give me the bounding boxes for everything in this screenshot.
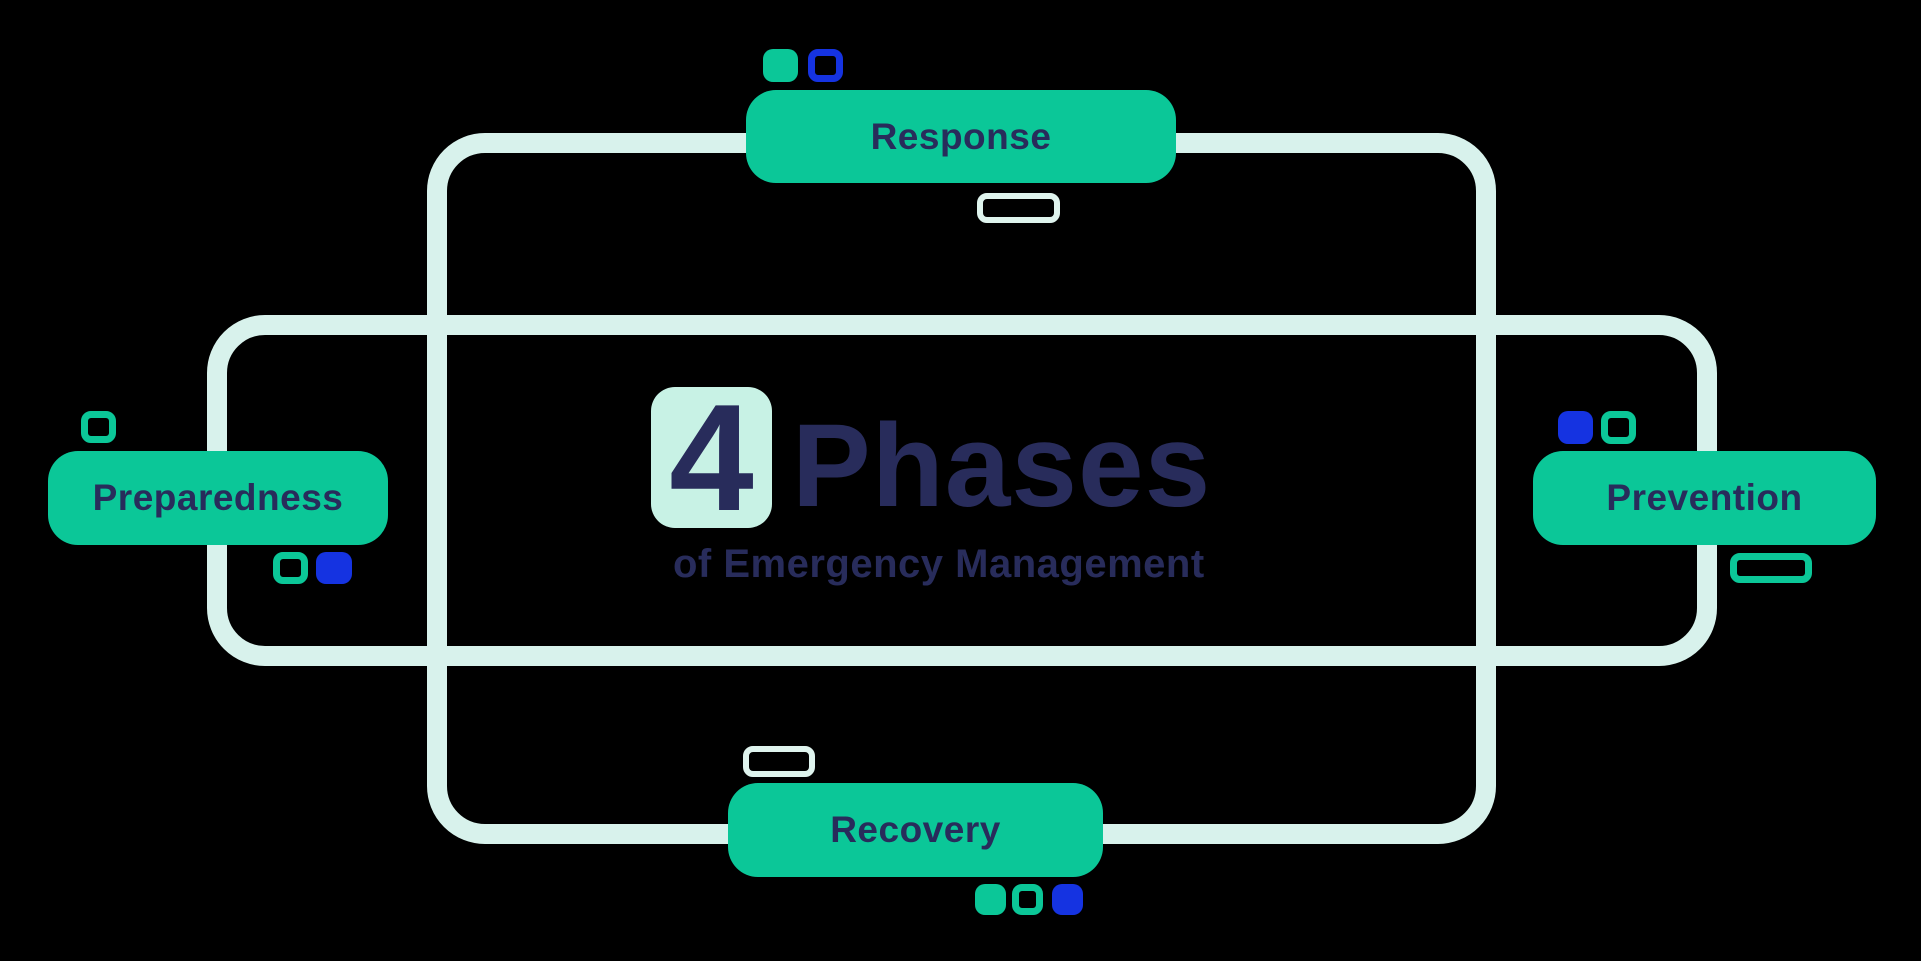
recovery-deco-blue-square bbox=[1052, 884, 1083, 915]
phase-label-recovery: Recovery bbox=[830, 809, 1001, 850]
response-deco-mint-outline-rect bbox=[977, 193, 1060, 223]
title-number: 4 bbox=[669, 372, 754, 543]
phase-pill-preparedness: Preparedness bbox=[48, 451, 388, 545]
title-number-box: 4 bbox=[651, 382, 772, 534]
preparedness-deco-blue-square bbox=[316, 552, 352, 584]
title-subtitle: of Emergency Management bbox=[673, 542, 1205, 586]
phase-pill-response: Response bbox=[746, 90, 1176, 183]
response-deco-blue-outline-square bbox=[808, 49, 843, 82]
recovery-deco-green-square bbox=[975, 884, 1006, 915]
preparedness-deco-green-outline-square-2 bbox=[273, 552, 308, 584]
title-word: Phases bbox=[792, 399, 1212, 532]
phase-label-response: Response bbox=[870, 115, 1052, 157]
recovery-deco-green-outline-square bbox=[1012, 884, 1043, 915]
phase-pill-recovery: Recovery bbox=[728, 783, 1103, 877]
prevention-deco-green-outline-rect bbox=[1730, 553, 1812, 583]
preparedness-deco-green-outline-square bbox=[81, 411, 116, 443]
central-title: 4 Phases bbox=[651, 382, 1212, 534]
phase-pill-prevention: Prevention bbox=[1533, 451, 1876, 545]
phase-label-prevention: Prevention bbox=[1606, 477, 1803, 518]
prevention-deco-blue-square bbox=[1558, 411, 1593, 444]
preparedness-prevention-loop-outline bbox=[207, 315, 1717, 666]
response-deco-green-square bbox=[763, 49, 798, 82]
response-recovery-loop-outline bbox=[427, 133, 1496, 844]
recovery-deco-mint-outline-rect bbox=[743, 746, 815, 777]
prevention-deco-green-outline-square bbox=[1601, 411, 1636, 444]
phase-label-preparedness: Preparedness bbox=[92, 477, 344, 518]
